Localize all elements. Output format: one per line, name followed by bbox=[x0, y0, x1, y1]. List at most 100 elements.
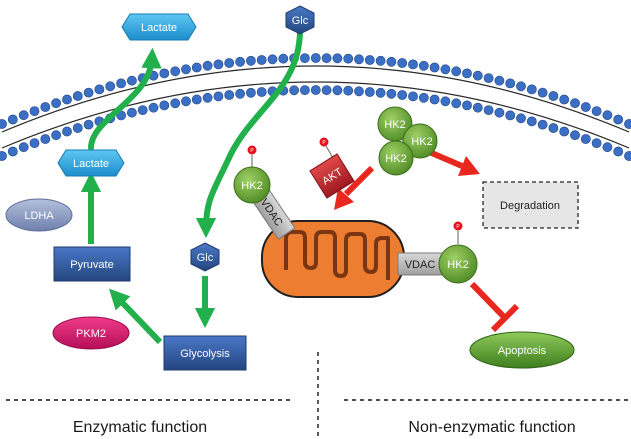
lipid-head bbox=[548, 123, 559, 133]
lipid-head bbox=[602, 142, 613, 153]
lipid-head bbox=[580, 102, 591, 112]
lipid-head bbox=[29, 106, 40, 116]
lipid-head bbox=[570, 130, 580, 141]
glycolysis-to-pyruvate-arrow bbox=[108, 288, 163, 345]
pkm2-label: PKM2 bbox=[76, 328, 106, 340]
lipid-head bbox=[289, 85, 299, 96]
lipid-head bbox=[451, 66, 462, 77]
lipid-head bbox=[408, 59, 418, 70]
vdac-right-channel: VDAC bbox=[397, 252, 443, 276]
lipid-head bbox=[299, 53, 310, 63]
lipid-head bbox=[364, 87, 375, 97]
lipid-head bbox=[343, 53, 354, 64]
lipid-head bbox=[613, 146, 624, 157]
hk2-top-label: HK2 bbox=[241, 180, 262, 192]
lipid-head bbox=[51, 98, 61, 109]
lipid-head bbox=[386, 56, 397, 67]
lipid-head bbox=[516, 113, 526, 124]
lipid-head bbox=[224, 58, 235, 68]
glc-mid-label: Glc bbox=[197, 252, 214, 264]
lipid-head bbox=[462, 68, 472, 79]
lipid-head bbox=[386, 88, 397, 99]
lipid-head bbox=[256, 87, 267, 97]
lipid-head bbox=[29, 138, 40, 148]
lipid-head bbox=[472, 102, 483, 113]
lactate-in-label: Lactate bbox=[73, 158, 109, 170]
lipid-head bbox=[137, 105, 148, 115]
lipid-head bbox=[7, 114, 18, 125]
lipid-head bbox=[375, 87, 386, 98]
lipid-head bbox=[181, 96, 191, 107]
phospho-label: P bbox=[250, 148, 254, 154]
phospho-label: P bbox=[456, 224, 460, 230]
lipid-head bbox=[72, 123, 83, 133]
lipid-head bbox=[429, 62, 440, 73]
apoptosis-node: Apoptosis bbox=[469, 331, 575, 369]
lipid-head bbox=[126, 75, 137, 86]
lipid-head bbox=[321, 53, 332, 63]
lipid-head bbox=[62, 126, 72, 137]
glc-top-label: Glc bbox=[292, 15, 309, 27]
lipid-head bbox=[40, 134, 51, 144]
hk2-top-node: P HK2 bbox=[233, 145, 271, 204]
lipid-head bbox=[505, 110, 516, 121]
lipid-head bbox=[235, 56, 245, 67]
lipid-head bbox=[105, 81, 116, 92]
lipid-head bbox=[278, 53, 289, 64]
section-title-non-enzymatic: Non-enzymatic function bbox=[408, 419, 575, 436]
lipid-head bbox=[462, 100, 472, 111]
glycolysis-label: Glycolysis bbox=[180, 348, 230, 360]
lipid-head bbox=[213, 59, 224, 70]
lipid-head bbox=[62, 94, 72, 105]
lipid-head bbox=[332, 53, 343, 64]
lipid-head bbox=[624, 151, 631, 161]
lipid-head bbox=[472, 70, 483, 81]
lipid-head bbox=[235, 88, 245, 99]
lipid-head bbox=[83, 87, 94, 98]
lipid-head bbox=[440, 96, 451, 107]
lipid-head bbox=[202, 92, 213, 103]
lipid-head bbox=[7, 146, 18, 157]
lipid-head bbox=[213, 91, 224, 102]
lipid-head bbox=[0, 151, 7, 161]
lipid-head bbox=[418, 92, 429, 103]
lactate-in-node: Lactate bbox=[57, 149, 125, 177]
lipid-head bbox=[613, 114, 624, 125]
lipid-head bbox=[559, 94, 570, 105]
lactate-out-label: Lactate bbox=[141, 22, 177, 34]
lipid-head bbox=[591, 138, 602, 148]
lipid-head bbox=[397, 58, 408, 68]
lipid-head bbox=[591, 106, 602, 116]
lipid-head bbox=[548, 91, 559, 101]
lipid-head bbox=[256, 55, 267, 65]
lipid-head bbox=[181, 64, 191, 75]
lactate-out-node: Lactate bbox=[121, 13, 197, 41]
glc-mid-node: Glc bbox=[190, 242, 220, 272]
lipid-head bbox=[483, 73, 494, 83]
lipid-head bbox=[343, 85, 354, 96]
pyruvate-node: Pyruvate bbox=[53, 246, 131, 282]
hk2-cluster-label-1: HK2 bbox=[384, 119, 405, 131]
phospho-icon bbox=[319, 137, 329, 147]
lipid-head bbox=[397, 90, 408, 100]
lipid-head bbox=[299, 85, 310, 95]
lipid-head bbox=[526, 84, 537, 95]
lipid-head bbox=[364, 55, 375, 65]
hk2-cluster: HK2 HK2 HK2 bbox=[377, 106, 438, 176]
lipid-head bbox=[18, 142, 29, 153]
lipid-head bbox=[310, 53, 321, 63]
lipid-head bbox=[51, 130, 61, 141]
hk2-inhibits-apoptosis-arrow bbox=[469, 281, 520, 333]
lipid-head bbox=[354, 54, 364, 65]
lipid-head bbox=[451, 98, 462, 109]
pkm2-node: PKM2 bbox=[52, 316, 130, 350]
lipid-head bbox=[148, 102, 159, 113]
lipid-head bbox=[494, 75, 505, 86]
lipid-head bbox=[408, 91, 418, 102]
lipid-head bbox=[580, 134, 591, 144]
lipid-head bbox=[321, 85, 332, 95]
lipid-head bbox=[0, 119, 7, 129]
cell-membrane bbox=[0, 53, 631, 161]
apoptosis-label: Apoptosis bbox=[498, 345, 547, 357]
